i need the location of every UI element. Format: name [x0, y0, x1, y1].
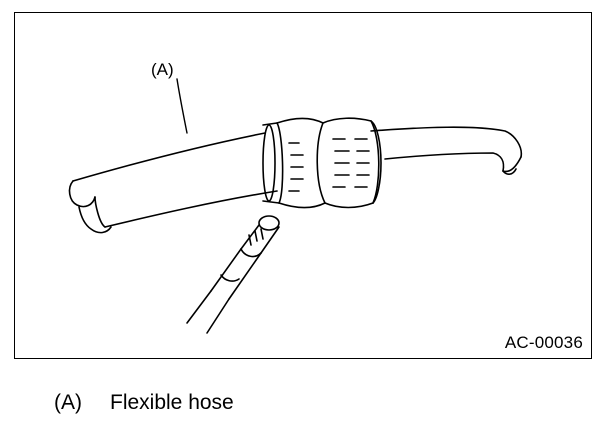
- figure-code: AC-00036: [504, 333, 583, 352]
- hose-illustration: [68, 78, 523, 334]
- coupling-sleeve: [262, 117, 382, 209]
- legend: (A) Flexible hose: [54, 391, 234, 415]
- figure-frame: (A) AC-00036: [14, 12, 592, 359]
- hose-right: [370, 126, 523, 175]
- legend-text: Flexible hose: [110, 391, 234, 414]
- flexible-hose-left: [68, 132, 278, 234]
- installer-tool: [186, 215, 280, 334]
- legend-key: (A): [54, 391, 82, 414]
- callout-leader: [176, 78, 188, 134]
- callout-label-a: (A): [151, 60, 174, 79]
